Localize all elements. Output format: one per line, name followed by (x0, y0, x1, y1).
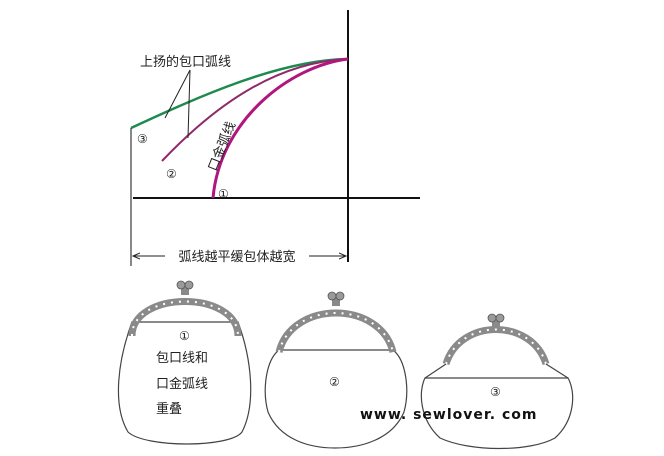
bag-1-marker: ① (179, 329, 190, 343)
bag-3-body (420, 377, 574, 450)
bag-3-marker: ③ (490, 385, 501, 399)
curve-graph: 上扬的包口弧线 口金弧线 ③ ② ① 弧线越平缓包体越宽 (130, 10, 420, 266)
watermark: www. sewlover. com (360, 407, 538, 423)
bag-2: ② (264, 291, 408, 449)
pointer-line-a (164, 69, 191, 119)
bag-1-body (117, 321, 252, 445)
bag-3-frame-holes (445, 328, 547, 365)
bag-2-clasp-knob-right (335, 291, 345, 301)
bag-3-clasp-knob-right (495, 313, 505, 323)
bag-2-marker: ② (329, 375, 340, 389)
curve-label: 上扬的包口弧线 (140, 54, 231, 70)
bag-1: ① 包口线和 口金弧线 重叠 (117, 280, 252, 445)
bag-3: ③ (420, 313, 574, 450)
frame-curve-label: 口金弧线 (205, 119, 239, 173)
bag-2-clasp-knob-left (327, 291, 337, 301)
bag-1-clasp-stem (181, 287, 189, 295)
bag-2-body (264, 349, 408, 449)
marker-2: ② (166, 167, 177, 181)
bag-3-clasp-knob-left (487, 313, 497, 323)
bag-3-frame (442, 326, 550, 366)
width-note: 弧线越平缓包体越宽 (178, 249, 295, 265)
bag-1-caption-line-2: 口金弧线 (156, 376, 208, 392)
bag-3-side-flaps (424, 363, 569, 379)
curve-2-medium-arc (161, 58, 349, 162)
bag-2-frame-holes (278, 312, 394, 353)
bag-2-frame (275, 309, 397, 354)
marker-1: ① (218, 187, 229, 201)
bag-3-clasp-stem (492, 320, 500, 328)
bag-1-caption-line-1: 包口线和 (156, 351, 208, 366)
bag-1-clasp-knob-left (176, 280, 186, 290)
pointer-line-b (187, 69, 191, 139)
marker-3: ③ (137, 132, 148, 146)
bag-1-clasp-knob-right (184, 280, 194, 290)
width-note-bg (165, 248, 309, 264)
bag-2-clasp-stem (332, 298, 340, 306)
bag-1-frame (128, 298, 242, 337)
bag-1-caption-line-3: 重叠 (156, 401, 182, 417)
curve-1-frame-arc (211, 57, 349, 199)
